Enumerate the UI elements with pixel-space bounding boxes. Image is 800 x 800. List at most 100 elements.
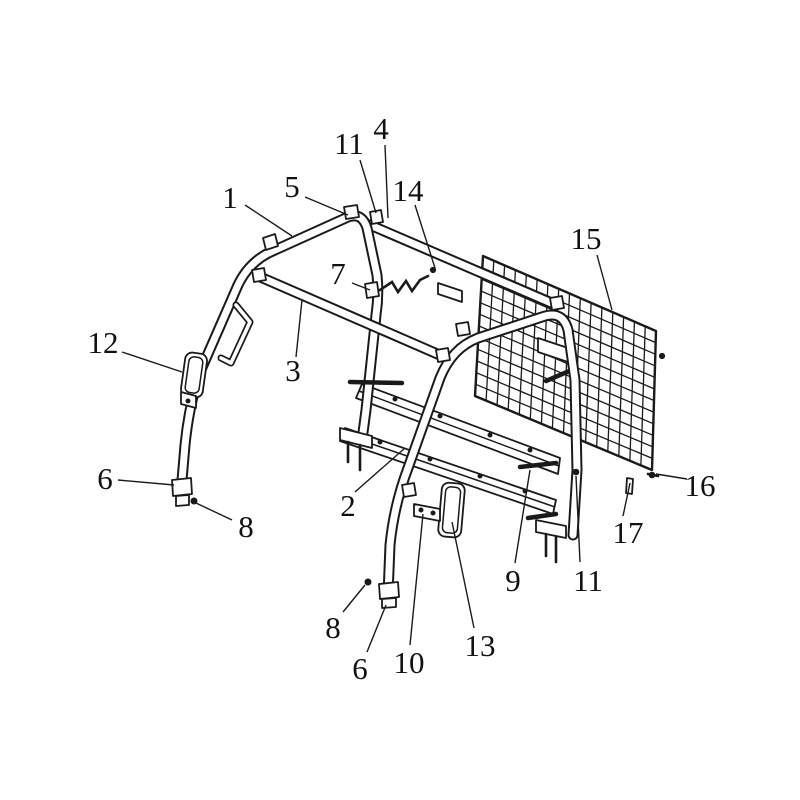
- foot-bracket-plate: [339, 427, 373, 449]
- mesh-grid: [475, 260, 656, 466]
- callout-11-bottom: 11: [573, 563, 603, 598]
- callout-3: 3: [285, 353, 301, 388]
- callout-6-bottom: 6: [352, 651, 368, 686]
- callout-10: 10: [394, 645, 425, 680]
- bolt-16-head: [648, 471, 656, 479]
- callout-11-top: 11: [334, 126, 364, 161]
- callout-labels: 1 5 11 4 14 15 7 3 12 6 8 2 9 11 17 16 1…: [88, 111, 716, 686]
- bolt-11-lower: [572, 468, 580, 476]
- near-side-long-bar: [252, 270, 448, 362]
- leader-line-10: [409, 513, 424, 646]
- mirror-mount-bolt: [185, 398, 191, 404]
- leader-line-11-top: [359, 159, 377, 214]
- leader-line-6-bottom: [366, 604, 387, 653]
- mesh-wire-horizontal: [476, 360, 654, 436]
- clamp: [455, 321, 471, 337]
- bolt-8: [190, 497, 198, 505]
- clamp: [549, 295, 565, 311]
- lower-plate-edge: [342, 433, 556, 508]
- grab-handle: [217, 301, 254, 367]
- leader-line-12: [121, 351, 183, 373]
- leader-line-3: [295, 299, 303, 358]
- clamp: [401, 482, 417, 498]
- upper-mount-plate: [355, 383, 561, 475]
- bracket-14: [429, 266, 463, 303]
- rear-hoop-fill: [384, 311, 581, 599]
- rear-mesh-panel: [473, 254, 666, 472]
- callout-2: 2: [340, 488, 356, 523]
- mesh-wire-horizontal: [481, 278, 656, 355]
- mirror-mount-bolt: [430, 510, 436, 516]
- near-side-long-bar-fill: [254, 272, 446, 360]
- leader-lines: [117, 144, 688, 653]
- leader-line-11-bottom: [575, 475, 581, 563]
- leader-line-8-bottom: [342, 584, 366, 613]
- callout-5: 5: [284, 169, 300, 204]
- far-side-long-bar-fill: [366, 221, 560, 309]
- mesh-wire-horizontal: [477, 348, 654, 425]
- mirror-glass: [184, 356, 204, 394]
- clamp: [251, 267, 267, 283]
- grab-handle-fill: [219, 303, 252, 365]
- clamp: [369, 209, 384, 225]
- leader-line-2: [354, 447, 406, 493]
- rear-hoop: [382, 309, 583, 601]
- mesh-side-bolt: [658, 352, 666, 360]
- foot-bracket-plate: [535, 519, 567, 539]
- right-mirror: [437, 481, 466, 539]
- leader-line-4: [384, 144, 389, 219]
- front-left-foot: [171, 477, 198, 507]
- clamp: [435, 347, 451, 363]
- mesh-wire-horizontal: [478, 325, 655, 402]
- mirror-mount-10: [413, 503, 441, 522]
- leader-line-14: [414, 204, 436, 269]
- callout-8-bottom: 8: [325, 610, 341, 645]
- leader-line-16: [655, 473, 688, 480]
- leader-line-1: [244, 204, 293, 237]
- mirror-housing: [180, 351, 208, 399]
- spring-tether: [378, 274, 430, 295]
- mesh-wire-horizontal: [475, 383, 653, 459]
- upper-plate-edge: [358, 390, 560, 467]
- plate-hole: [527, 447, 533, 453]
- mirror-mount-plate: [413, 503, 441, 522]
- clamp: [343, 204, 360, 220]
- plate-hole: [477, 473, 483, 479]
- bracket-bolt: [429, 266, 437, 274]
- mesh-wire-horizontal: [478, 337, 654, 413]
- leader-line-6-left: [117, 479, 175, 486]
- bolt-16: [646, 471, 660, 479]
- bolt-9: [517, 460, 559, 470]
- callout-12: 12: [88, 325, 119, 360]
- leader-line-9: [514, 469, 531, 564]
- plate-hole: [487, 432, 493, 438]
- plate-hole: [392, 396, 398, 402]
- leader-line-7: [351, 282, 371, 291]
- foot-clamp-6: [171, 477, 193, 497]
- mirror-glass: [441, 486, 462, 534]
- leader-line-8-left: [195, 502, 233, 521]
- far-side-long-bar: [364, 219, 562, 311]
- rear-left-foot: [364, 578, 400, 609]
- bolt-8: [364, 578, 372, 586]
- callout-15: 15: [571, 221, 602, 256]
- leader-line-5: [304, 196, 349, 216]
- mesh-wire-horizontal: [476, 372, 653, 448]
- plate-hole: [427, 456, 433, 462]
- bracket-plate: [437, 282, 463, 303]
- callout-14: 14: [393, 173, 425, 208]
- mirror-mount-bolt: [418, 507, 424, 513]
- plate-hole: [437, 413, 443, 419]
- callout-1: 1: [222, 180, 238, 215]
- callout-6-left: 6: [97, 461, 113, 496]
- lower-plate-bolt: [525, 511, 559, 521]
- foot-base: [381, 597, 397, 609]
- callout-17: 17: [613, 515, 644, 550]
- clamp: [364, 281, 380, 299]
- plate-bolts: [347, 379, 580, 521]
- leader-line-13: [451, 521, 475, 629]
- rear-right-foot-bracket: [535, 519, 567, 564]
- upper-plate-bolt: [347, 379, 405, 386]
- callout-8-left: 8: [238, 509, 254, 544]
- foot-base: [175, 494, 190, 507]
